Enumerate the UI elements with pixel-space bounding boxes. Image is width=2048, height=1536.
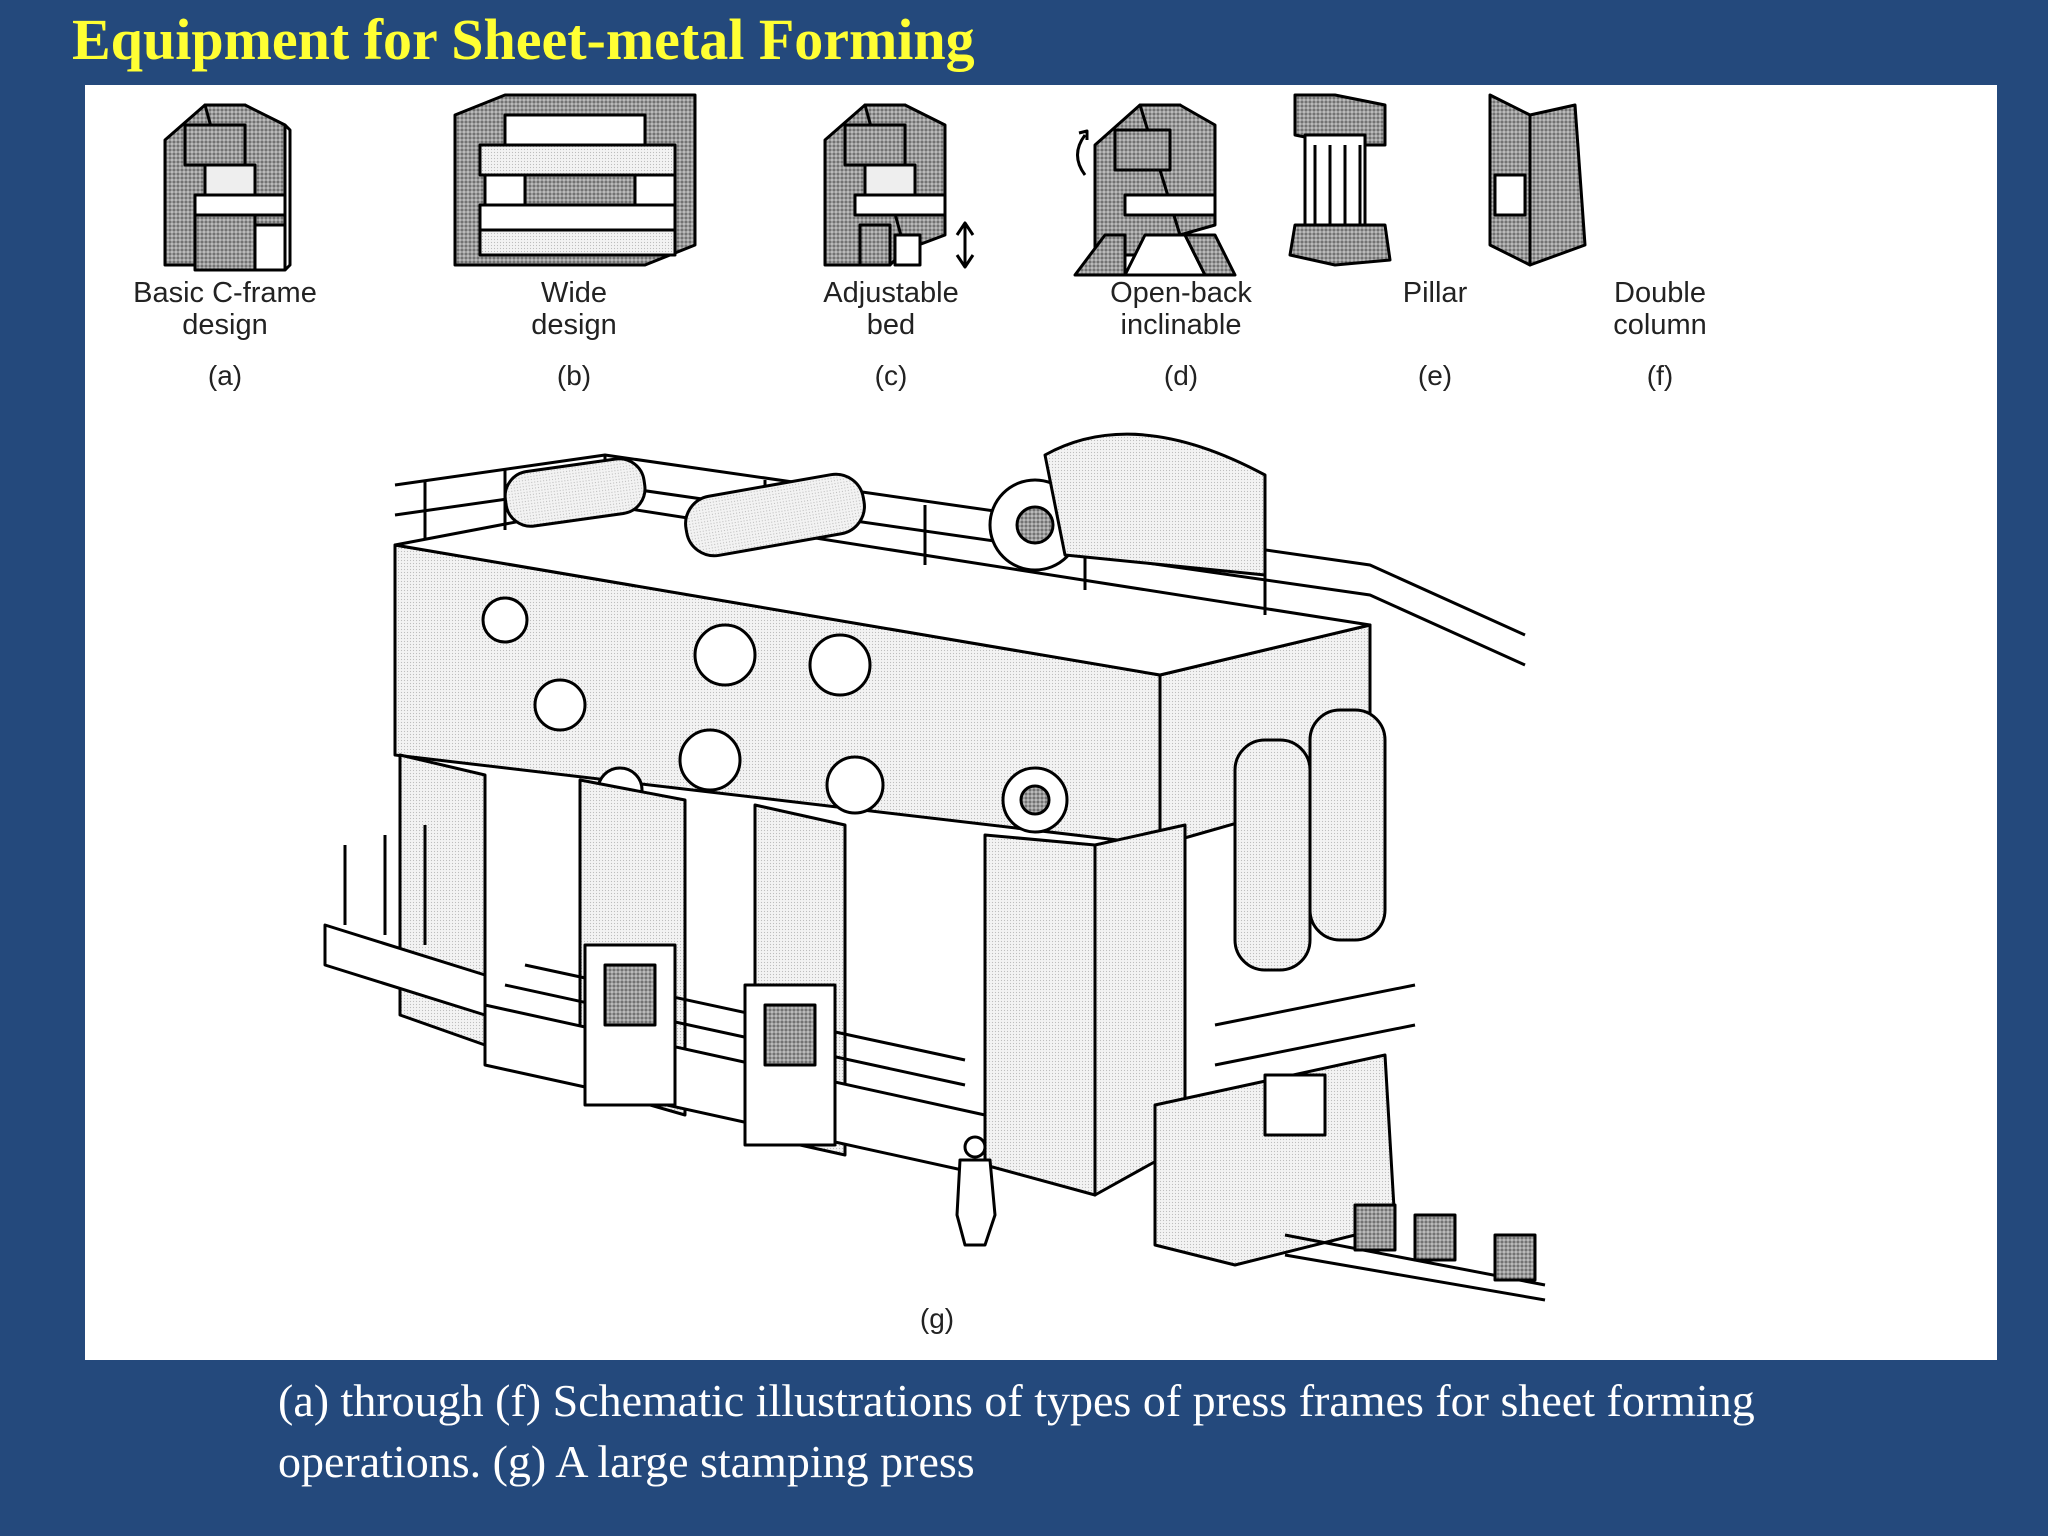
large-stamping-press-illustration — [323, 432, 1546, 1302]
frame-tag-e: (e) — [1417, 360, 1453, 391]
figure-panel: Basic C-frame design (a) Wide design (b)… — [85, 85, 1997, 1360]
frame-label-f: Double column — [1613, 277, 1707, 341]
double-column-press-icon — [1488, 93, 1587, 267]
press-frames-figure — [163, 93, 1587, 1302]
frame-tag-a: (a) — [207, 360, 243, 391]
frame-tag-f: (f) — [1646, 360, 1674, 391]
slide-title: Equipment for Sheet-metal Forming — [72, 7, 975, 72]
frame-tag-d: (d) — [1163, 360, 1199, 391]
pillar-press-icon — [1288, 93, 1392, 267]
frame-tag-b: (b) — [556, 360, 592, 391]
open-back-inclinable-press-icon — [1073, 103, 1237, 277]
frame-label-b: Wide design — [531, 277, 617, 341]
frame-label-a: Basic C-frame design — [133, 277, 317, 341]
frame-label-c: Adjustable bed — [823, 277, 959, 341]
wide-press-icon — [453, 93, 697, 267]
adjustable-bed-press-icon — [823, 103, 975, 269]
c-frame-press-icon — [163, 103, 292, 272]
frame-label-d: Open-back inclinable — [1110, 277, 1252, 341]
figure-caption: (a) through (f) Schematic illustrations … — [278, 1375, 1755, 1487]
stamping-press-tag: (g) — [919, 1303, 955, 1334]
frame-label-e: Pillar — [1402, 277, 1468, 309]
frame-tag-c: (c) — [874, 360, 908, 391]
